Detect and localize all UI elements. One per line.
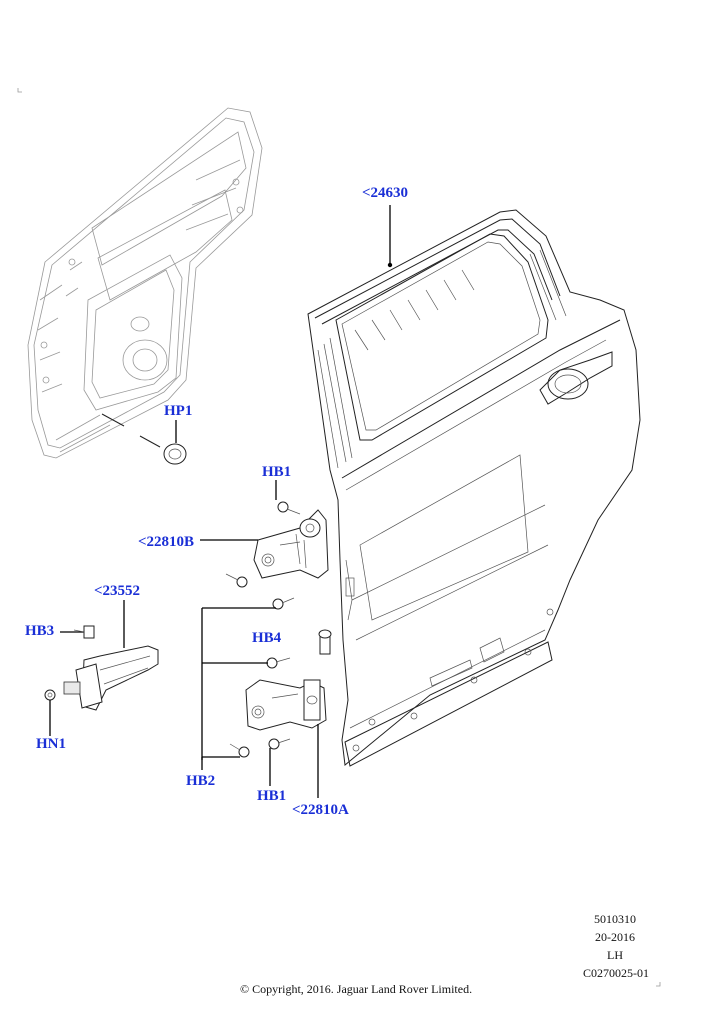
side-code: LH (607, 948, 623, 962)
callout-hb2: HB2 (186, 773, 216, 789)
date-code: 20-2016 (595, 930, 635, 944)
callout-hb3: HB3 (25, 623, 55, 639)
door-check-23552 (44, 600, 159, 736)
corner-mark (656, 982, 661, 987)
callout-hb1-bottom: HB1 (257, 788, 287, 804)
rear-door-assembly (307, 205, 641, 767)
callout-hp1: HP1 (164, 403, 193, 419)
callout-hb4: HB4 (252, 630, 282, 646)
grommet-hp1 (101, 413, 187, 465)
corner-mark (17, 88, 22, 93)
callout-23552: <23552 (94, 583, 141, 599)
lower-hinge-22810a (245, 629, 332, 798)
illustration-code: C0270025-01 (583, 966, 649, 980)
upper-hinge-22810b (200, 480, 329, 579)
reference-number: 5010310 (594, 912, 636, 926)
callout-hn1: HN1 (36, 736, 66, 752)
callout-22810b: <22810B (138, 534, 195, 550)
callout-24630: <24630 (362, 185, 409, 201)
inner-door-panel (27, 107, 263, 459)
copyright-notice: © Copyright, 2016. Jaguar Land Rover Lim… (240, 982, 473, 996)
callout-hb1-top: HB1 (262, 464, 292, 480)
hinge-bolts-hb2 (201, 573, 295, 786)
callout-22810a: <22810A (292, 802, 349, 818)
